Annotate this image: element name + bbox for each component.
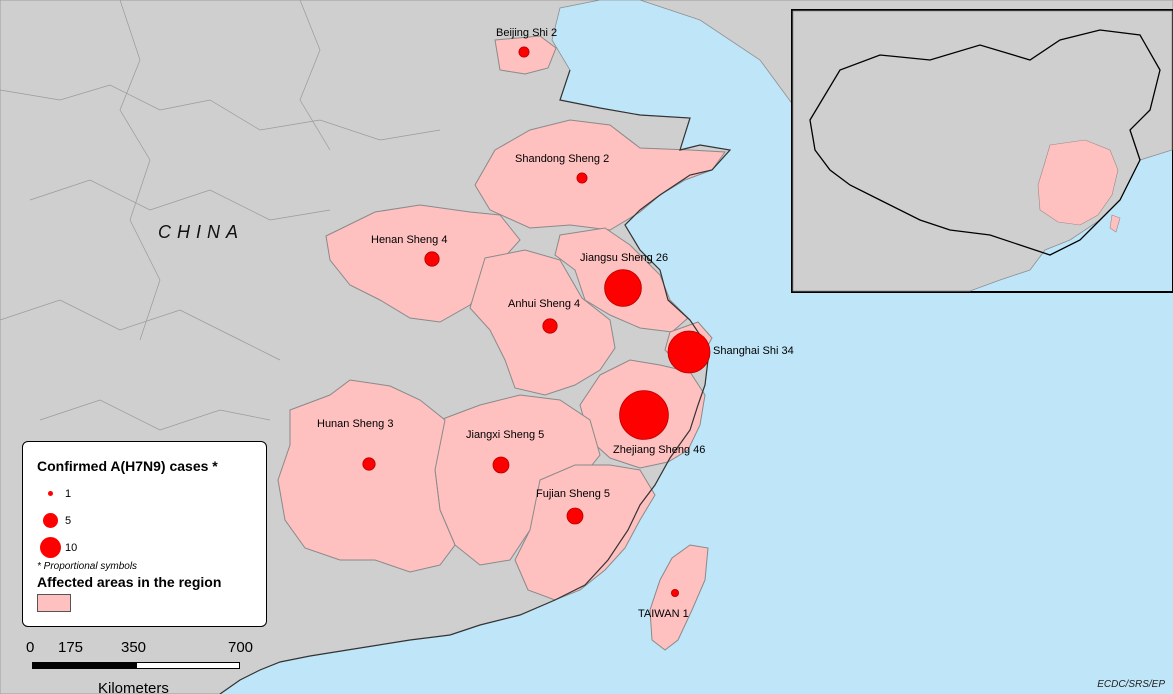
case-symbol <box>492 456 510 474</box>
legend-class-label: 5 <box>65 514 72 527</box>
province-anhui <box>469 249 616 396</box>
legend-symbol-1 <box>47 491 53 496</box>
case-symbol <box>671 589 680 598</box>
inner-boundaries <box>0 0 441 431</box>
coastline <box>219 69 732 694</box>
case-symbol <box>362 457 376 471</box>
scale-unit: Kilometers <box>98 680 169 694</box>
province-label: Shandong Sheng 2 <box>515 153 609 165</box>
legend-class-label: 1 <box>65 487 72 500</box>
province-taiwan <box>649 544 709 651</box>
country-label: CHINA <box>158 222 244 242</box>
province-label: Shanghai Shi 34 <box>713 345 794 357</box>
province-label: Jiangsu Sheng 26 <box>580 252 668 264</box>
inset-china-border <box>809 29 1161 256</box>
legend-class-row: 10 <box>35 534 254 561</box>
scale-tick-label: 175 <box>58 639 84 656</box>
case-symbol <box>518 46 530 58</box>
province-label: Anhui Sheng 4 <box>508 298 580 310</box>
inset-affected-areas <box>1037 139 1121 233</box>
case-symbols <box>362 46 711 598</box>
scale-tick-label: 0 <box>26 639 35 656</box>
inset-map <box>791 9 1173 293</box>
province-hunan <box>277 379 456 573</box>
legend-class-label: 10 <box>65 541 78 554</box>
legend-cases-title: Confirmed A(H7N9) cases * <box>37 458 218 474</box>
scale-bar: 0 175 350 700 Kilometers <box>20 636 260 694</box>
case-symbol <box>576 172 588 184</box>
province-shandong <box>474 119 726 231</box>
legend-symbol-5 <box>42 513 58 528</box>
scale-bar-black-segment <box>32 662 136 669</box>
legend-class-row: 1 <box>35 480 254 507</box>
case-symbol <box>619 390 669 440</box>
case-symbol <box>424 251 440 267</box>
case-symbol <box>604 269 642 307</box>
province-label: Henan Sheng 4 <box>371 234 447 246</box>
legend-areas-title: Affected areas in the region <box>37 574 222 590</box>
scale-tick-label: 350 <box>121 639 147 656</box>
province-label: Fujian Sheng 5 <box>536 488 610 500</box>
province-label: Beijing Shi 2 <box>496 27 557 39</box>
case-symbol <box>542 318 558 334</box>
scale-bar-white-segment <box>136 662 240 669</box>
legend-note: * Proportional symbols <box>37 561 138 572</box>
province-labels: Beijing Shi 2 Shandong Sheng 2 Henan Sheng… <box>317 27 794 620</box>
case-symbol <box>566 507 584 525</box>
legend-class-row: 5 <box>35 507 254 534</box>
scale-tick-label: 700 <box>228 639 254 656</box>
case-symbol <box>667 330 711 374</box>
province-label: TAIWAN 1 <box>638 608 689 620</box>
legend-symbol-10 <box>39 537 61 558</box>
province-label: Hunan Sheng 3 <box>317 418 393 430</box>
province-label: Zhejiang Sheng 46 <box>613 444 705 456</box>
legend-affected-swatch <box>37 594 71 612</box>
province-fujian <box>514 464 656 601</box>
province-label: Jiangxi Sheng 5 <box>466 429 544 441</box>
legend: Confirmed A(H7N9) cases * 1 5 10 * Propo… <box>22 441 267 627</box>
credit: ECDC/SRS/EP <box>1097 679 1165 690</box>
